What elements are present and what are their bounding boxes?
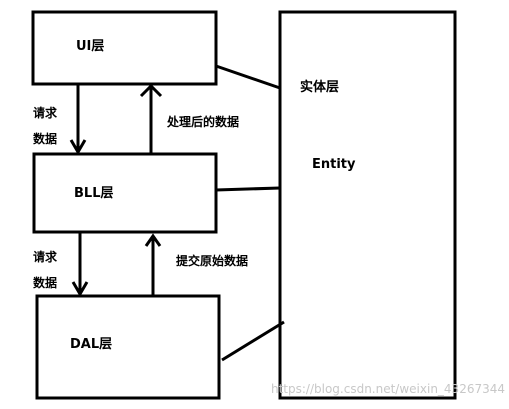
entity-layer-name: Entity [312, 157, 356, 172]
request-arrow-ui-to-bll [69, 84, 87, 155]
ui-entity-connector [215, 64, 281, 90]
bll-layer-label: BLL层 [74, 186, 113, 201]
bll-dal-request-label-2: 数据 [33, 275, 57, 290]
processed-data-label: 处理后的数据 [166, 114, 239, 129]
dal-entity-connector [221, 320, 285, 362]
raw-data-label: 提交原始数据 [176, 253, 248, 268]
entity-layer-title: 实体层 [300, 79, 339, 95]
bll-entity-connector [215, 186, 281, 192]
ui-layer-box [31, 10, 218, 86]
ui-bll-request-label-1: 请求 [33, 105, 58, 120]
watermark-text: https://blog.csdn.net/weixin_43267344 [271, 382, 505, 396]
raw-data-arrow-dal-to-bll [144, 233, 162, 296]
processed-data-arrow-bll-to-ui [139, 83, 163, 154]
entity-layer-box [278, 10, 457, 400]
bll-layer-box [32, 152, 218, 234]
ui-bll-request-label-2: 数据 [33, 131, 57, 146]
dal-layer-box [35, 294, 221, 400]
request-arrow-bll-to-dal [71, 232, 89, 297]
bll-dal-request-label-1: 请求 [33, 249, 58, 264]
dal-layer-label: DAL层 [70, 337, 112, 352]
ui-layer-label: UI层 [76, 39, 104, 54]
